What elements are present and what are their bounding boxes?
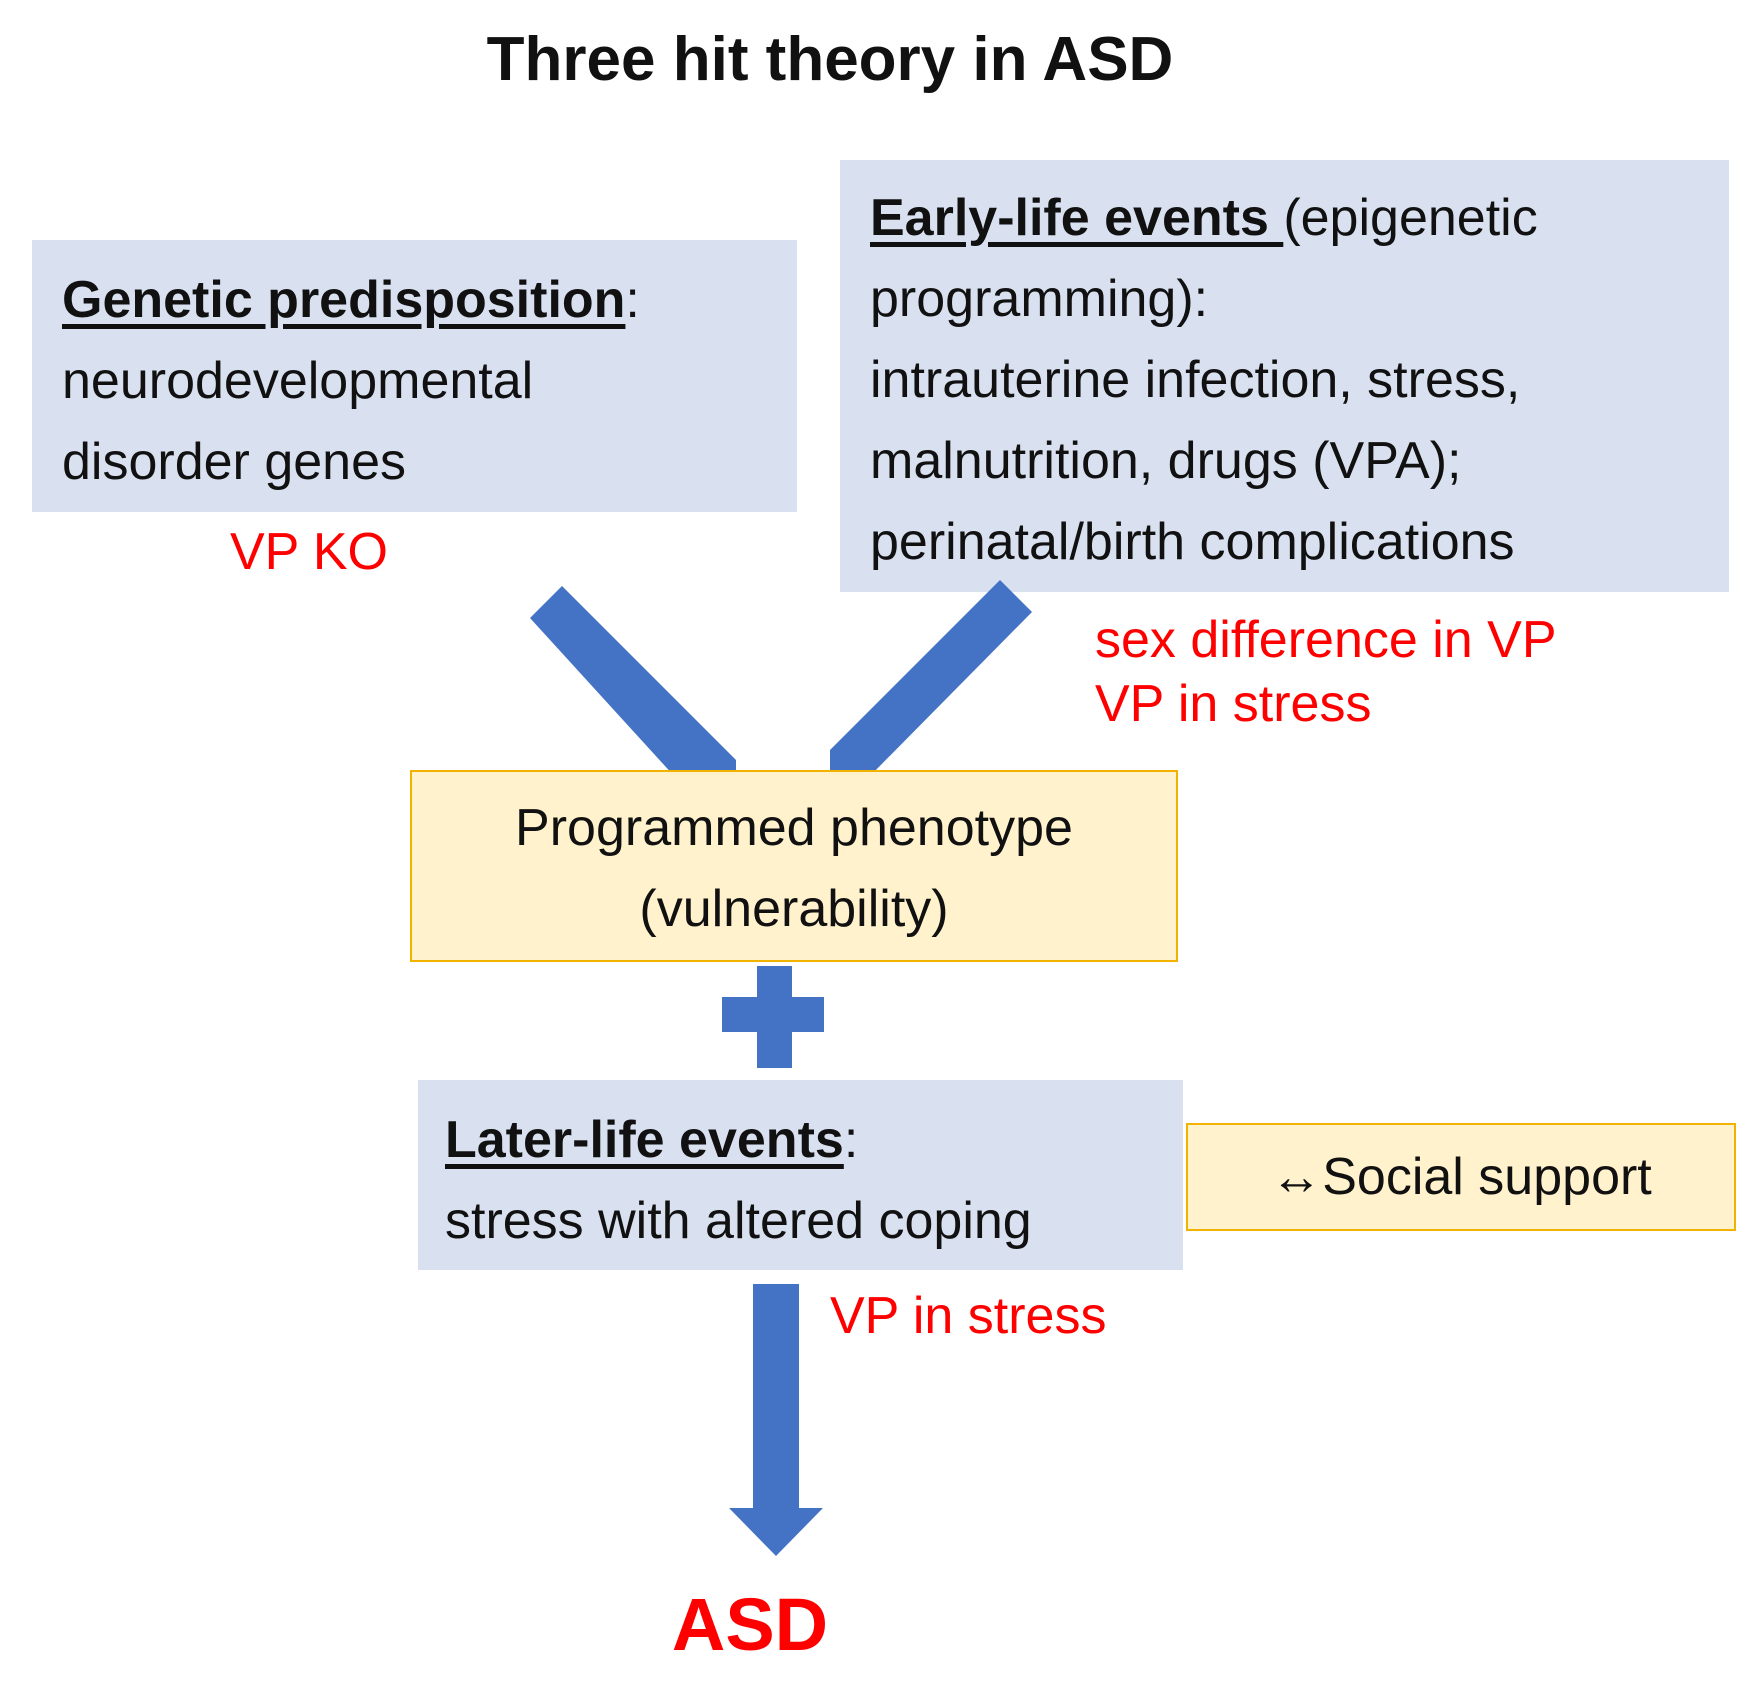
later-life-events-box: Later-life events: stress with altered c… (418, 1080, 1183, 1270)
later-note: VP in stress (830, 1287, 1107, 1345)
early-life-events-box: Early-life events (epigenetic programmin… (840, 160, 1729, 592)
early-heading-line: Early-life events (epigenetic (870, 178, 1729, 259)
genetic-line-1: neurodevelopmental (62, 352, 534, 410)
plus-sign (722, 966, 824, 1068)
genetic-colon: : (625, 271, 640, 329)
arrow-genetic-to-phenotype (530, 586, 736, 800)
programmed-phenotype-box: Programmed phenotype (vulnerability) (410, 770, 1178, 962)
genetic-heading-line: Genetic predisposition: (62, 260, 797, 341)
programmed-line-1: Programmed phenotype (515, 799, 1073, 857)
programmed-line-2: (vulnerability) (639, 880, 949, 938)
early-line-2: intrauterine infection, stress, (870, 351, 1521, 409)
asd-outcome-label: ASD (671, 1583, 829, 1666)
genetic-heading: Genetic predisposition (62, 271, 626, 329)
early-line-4: perinatal/birth complications (870, 513, 1515, 571)
early-note-1: sex difference in VP (1095, 611, 1557, 669)
later-colon: : (843, 1111, 859, 1169)
diagram-title: Three hit theory in ASD (486, 25, 1174, 94)
early-line-1: programming): (870, 270, 1209, 328)
genetic-note: VP KO (230, 523, 389, 581)
early-line-3: malnutrition, drugs (VPA); (870, 432, 1462, 490)
genetic-predisposition-box: Genetic predisposition: neurodevelopment… (32, 240, 797, 512)
later-line-1: stress with altered coping (445, 1192, 1032, 1250)
later-heading: Later-life events (445, 1111, 844, 1169)
social-support-label: ↔Social support (1270, 1148, 1652, 1206)
social-support-box: ↔Social support (1186, 1123, 1736, 1231)
later-heading-line: Later-life events: (445, 1100, 1183, 1181)
early-heading-rest: (epigenetic (1283, 189, 1538, 247)
arrow-later-to-asd (729, 1284, 823, 1556)
early-note-2: VP in stress (1095, 675, 1372, 733)
genetic-line-2: disorder genes (62, 433, 406, 491)
early-heading: Early-life events (870, 189, 1284, 247)
arrow-early-to-phenotype (830, 580, 1032, 800)
